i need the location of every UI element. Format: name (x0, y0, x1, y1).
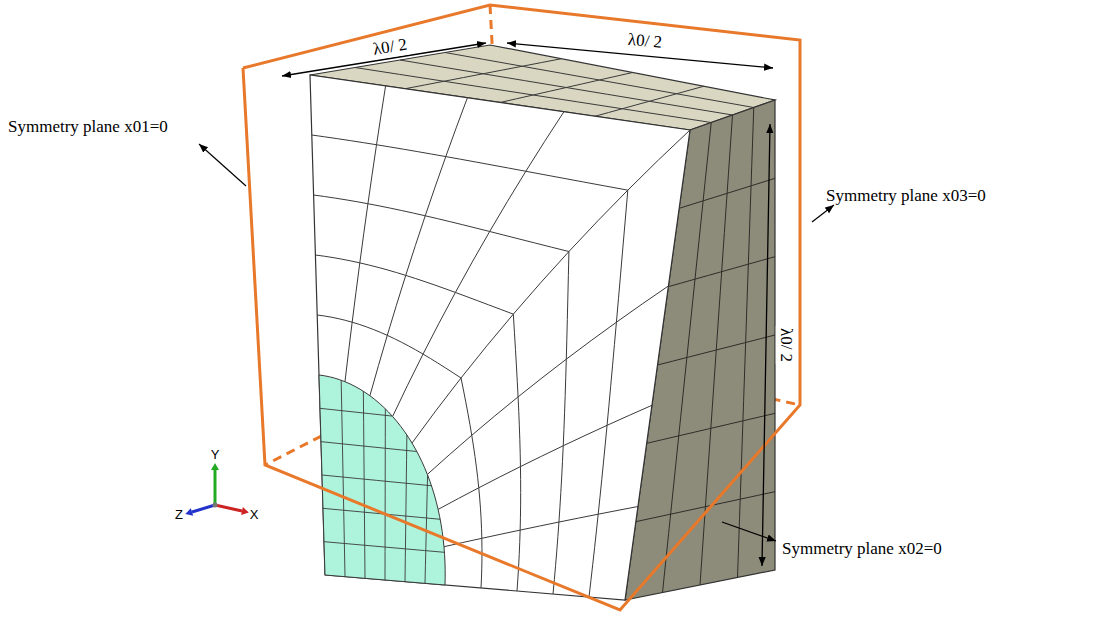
mesh-line (595, 86, 704, 116)
mesh-line (345, 86, 386, 382)
axis-label: X (250, 508, 259, 523)
mesh-line (363, 391, 365, 578)
mesh-line (445, 53, 754, 108)
leader-arrow (722, 522, 776, 541)
axis-arrow (192, 505, 215, 512)
mesh-line (320, 408, 392, 416)
dimension-label: λ0/ 2 (776, 326, 796, 364)
mesh-line (315, 255, 520, 591)
leader-arrow (812, 205, 834, 222)
front-face (310, 75, 690, 600)
symmetry-plane-frame (243, 5, 800, 610)
axis-arrow (215, 505, 242, 511)
mesh-line (393, 112, 564, 417)
mesh-line (405, 435, 407, 582)
mesh-line (668, 257, 775, 287)
dimension-arrow (762, 124, 770, 566)
mesh-line (438, 405, 652, 509)
mesh-line (636, 492, 775, 522)
mesh-line (647, 413, 775, 443)
axis-head (185, 508, 193, 516)
dimension-label: λ0/ 2 (625, 30, 665, 53)
frame-outline (243, 5, 800, 610)
plane-label: Symmetry plane x01=0 (8, 117, 168, 137)
plane-label: Symmetry plane x02=0 (782, 539, 942, 559)
mesh-line (317, 315, 482, 588)
mesh-line (427, 286, 668, 474)
axis-head (211, 463, 219, 470)
mesh-line (341, 380, 345, 576)
mesh-line (412, 130, 690, 443)
dimension-arrows (199, 43, 834, 566)
mesh-line (314, 195, 569, 594)
plane-label: Symmetry plane x03=0 (826, 186, 986, 206)
axis-label: Z (175, 508, 183, 523)
mesh-line (444, 507, 638, 547)
inclusion-region (319, 375, 445, 585)
axis-head (241, 507, 249, 515)
axis-arrow (214, 470, 217, 505)
mesh-line (322, 475, 431, 486)
mesh-line (312, 135, 628, 597)
axis-label: Y (211, 448, 220, 463)
leader-arrow (199, 144, 246, 186)
mesh-line (658, 335, 776, 365)
cube-mesh (310, 45, 775, 600)
axis-origin (213, 503, 218, 508)
mesh-line (385, 409, 386, 580)
axis-triad (185, 463, 249, 516)
mesh-line (679, 178, 775, 208)
mesh-line (321, 442, 417, 452)
